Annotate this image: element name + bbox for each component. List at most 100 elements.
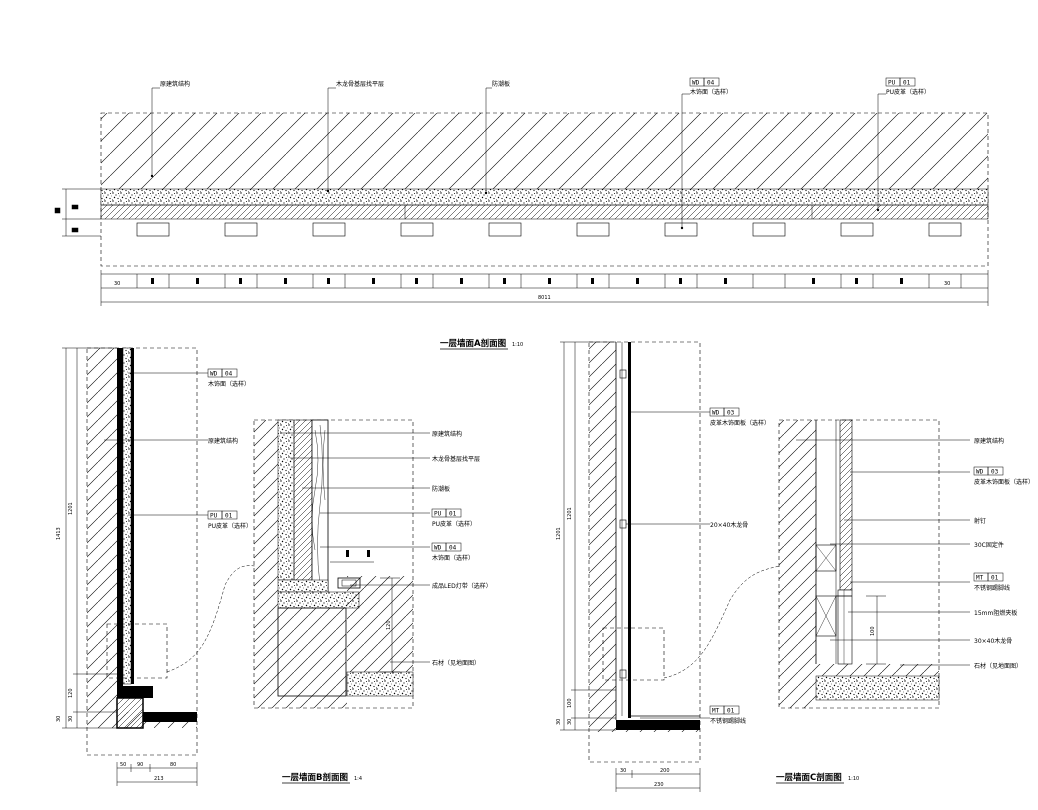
label-base: 木龙骨基层找平层	[336, 80, 384, 88]
c-mt-code: MT	[712, 708, 720, 715]
b-label-structure: 原建筑结构	[208, 437, 238, 445]
dim-c-low1: 30	[556, 719, 562, 725]
section-a-left-dim	[54, 188, 101, 237]
detail-callout-b	[106, 623, 168, 679]
label-pu: PU皮革（选样）	[886, 88, 930, 96]
dim-c-w2: 200	[660, 768, 670, 774]
label-wd: 木饰面（选样）	[690, 88, 732, 96]
dim-c-wtotal: 230	[654, 782, 664, 788]
c-label-cable: 20×40木龙骨	[710, 521, 748, 529]
section-b: 1413 1201 120 30 30 50 90 80 213 WD 04 木…	[56, 347, 492, 786]
section-c-vdims	[560, 341, 616, 731]
bd-label-structure: 原建筑结构	[432, 430, 462, 438]
bd-wd-num: 04	[449, 545, 457, 552]
board-layer	[100, 204, 989, 220]
dim-c-base: 100	[567, 698, 573, 708]
section-a-dim-strip	[100, 270, 989, 306]
section-a: 30 30 8011 原建筑结构 木龙骨基层找平层 防潮板 WD 04 木饰面（…	[54, 77, 989, 350]
overall-dimension: 8011	[538, 295, 551, 301]
keel-blocks	[136, 222, 962, 237]
leader-dots	[150, 174, 880, 230]
wall-finish-b	[117, 348, 123, 686]
c-wd-code: WD	[712, 410, 720, 417]
structure-hatch	[101, 113, 988, 189]
c-wd-num: 03	[727, 410, 735, 417]
cd-label-corner: 30C固定件	[974, 541, 1004, 549]
bd-wd-code: WD	[434, 545, 442, 552]
cd-label-board: 15mm阻燃夹板	[974, 609, 1017, 617]
dim-left-small: 30	[114, 281, 120, 287]
b-wd-code: WD	[210, 371, 218, 378]
label-structure: 原建筑结构	[160, 80, 190, 88]
dim-b-low2: 30	[68, 716, 74, 722]
b-pu-num: 01	[225, 513, 233, 520]
detail-b: 120 原建筑结构 木龙骨基层找平层 防潮板 PU 01 PU皮革（选样） WD…	[253, 419, 492, 709]
wall-finish-c	[628, 342, 631, 718]
cd-label-nail: 射钉	[974, 517, 986, 525]
section-a-scale: 1:10	[512, 342, 523, 348]
section-b-vdims	[62, 347, 117, 729]
dim-b-wtotal: 213	[154, 776, 164, 782]
b-label-pu: PU皮革（选样）	[208, 522, 252, 530]
dim-b-base: 120	[68, 688, 74, 698]
b-pu-code: PU	[210, 513, 218, 520]
bd-pu-num: 01	[449, 511, 457, 518]
dim-b-low1: 30	[56, 716, 62, 722]
wd-number-tag: 04	[707, 80, 715, 87]
cd-label-structure: 原建筑结构	[974, 437, 1004, 445]
bd-label-board: 防潮板	[432, 485, 450, 493]
detail-c: 100 原建筑结构 WD 03 皮革木饰面板（选样） 射钉 30C固定件 MT	[778, 419, 1034, 709]
c-label-mt: 不锈钢踢脚线	[710, 717, 746, 725]
dim-c-low2: 30	[567, 719, 573, 725]
section-c: 1201 1201 100 30 30 30 200 230 WD 03 皮革木…	[556, 341, 1034, 792]
c-detail-dim: 100	[870, 626, 876, 636]
bd-label-stone: 石材（见地面图）	[432, 659, 480, 667]
dim-b-total: 1413	[56, 527, 62, 540]
c-detail-connector	[663, 565, 781, 679]
cd-label-mt: 不锈钢踢脚线	[974, 584, 1010, 592]
pu-number-tag: 01	[903, 80, 911, 87]
cd-label-keel: 30×40木龙骨	[974, 637, 1012, 645]
cd-mt-code: MT	[976, 575, 984, 582]
section-a-title: 一层墙面A剖面图	[440, 338, 506, 349]
b-wd-num: 04	[225, 371, 233, 378]
section-b-hdims	[116, 762, 198, 786]
dim-c-w1: 30	[620, 768, 626, 774]
dim-b-w2: 90	[137, 762, 143, 768]
b-detail-dim: 120	[386, 620, 392, 630]
c-mt-num: 01	[727, 708, 735, 715]
cd-label-wd: 皮革木饰面板（选样）	[974, 478, 1034, 486]
wd-code-tag: WD	[692, 80, 700, 87]
b-label-wd: 木饰面（选样）	[208, 380, 250, 388]
cd-wd-code: WD	[976, 469, 984, 476]
pu-code-tag: PU	[888, 80, 896, 87]
bd-pu-code: PU	[434, 511, 442, 518]
dim-c-total: 1201	[556, 527, 562, 540]
section-c-leaders	[626, 411, 710, 719]
bd-label-wd: 木饰面（选样）	[432, 554, 474, 562]
section-c-title: 一层墙面C剖面图	[776, 772, 842, 783]
bd-label-pu: PU皮革（选样）	[432, 520, 476, 528]
label-board: 防潮板	[492, 80, 510, 88]
section-a-dim-marks	[151, 278, 903, 284]
c-label-wd: 皮革木饰面板（选样）	[710, 419, 770, 427]
detail-callout-c	[602, 627, 665, 681]
dim-c-main: 1201	[567, 507, 573, 520]
cd-mt-num: 01	[991, 575, 999, 582]
section-b-scale: 1:4	[354, 776, 362, 782]
bd-label-led: 成品LED灯带（选样）	[432, 582, 492, 590]
section-b-title: 一层墙面B剖面图	[282, 772, 348, 783]
b-detail-connector	[166, 565, 256, 673]
section-c-hdims	[615, 768, 701, 792]
dim-right-small: 30	[944, 281, 950, 287]
section-a-leaders	[151, 87, 886, 228]
dim-b-w1: 50	[120, 762, 126, 768]
base-layer	[100, 188, 989, 206]
cd-label-stone: 石材（见地面图）	[974, 662, 1022, 670]
section-c-scale: 1:10	[848, 776, 859, 782]
dim-b-main: 1201	[68, 502, 74, 515]
bd-label-base: 木龙骨基层找平层	[432, 455, 480, 463]
cd-wd-num: 03	[991, 469, 999, 476]
section-b-leaders	[104, 372, 208, 516]
